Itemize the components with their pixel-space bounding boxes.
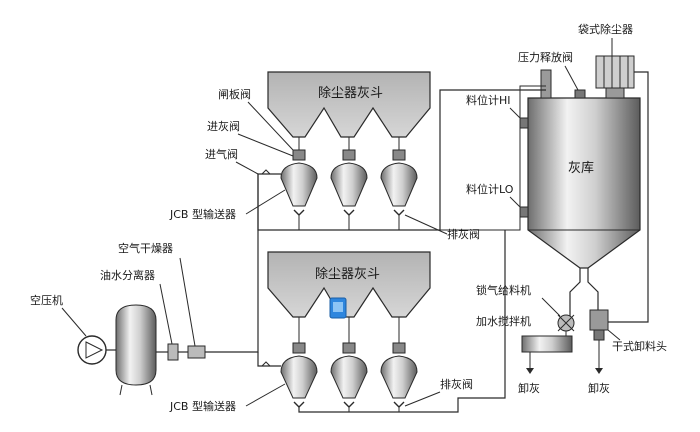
ash-silo: 灰库: [527, 69, 641, 269]
air-receiver-tank: [115, 304, 157, 396]
oil-water-separator: 油水分离器: [100, 268, 179, 361]
conveyor-vessel-6: [380, 342, 418, 408]
pressure-valve-label: 压力释放阀: [518, 50, 573, 64]
rotary-feeder: 锁气给料机: [476, 283, 575, 332]
pressure-relief-valve: 压力释放阀: [518, 50, 586, 99]
bag-filter-label: 袋式除尘器: [578, 22, 633, 36]
hopper-bottom-label: 除尘器灰斗: [315, 267, 380, 282]
conveyor-vessel-3: [380, 149, 418, 216]
hopper-top: 除尘器灰斗: [267, 71, 431, 138]
conveyor-vessel-5: [330, 342, 368, 408]
dry-unloader-label: 干式卸料头: [612, 339, 667, 353]
unload-left-label: 卸灰: [518, 381, 540, 395]
hopper-bottom: 除尘器灰斗: [267, 251, 431, 318]
bag-filter: 袋式除尘器: [578, 22, 635, 99]
conveyor-top-label: JCB 型输送器: [169, 207, 236, 221]
air-inlet-valve-label: 进气阀: [205, 147, 238, 161]
ash-inlet-valve-label: 进灰阀: [207, 119, 240, 133]
gate-valve-label: 闸板阀: [218, 87, 251, 101]
level-sensor-lo: 料位计LO: [466, 182, 529, 218]
rotary-feeder-label: 锁气给料机: [476, 283, 531, 297]
conveyor-vessel-1: [280, 149, 318, 216]
air-compressor: 空压机: [30, 293, 107, 365]
air-dryer: 空气干燥器: [118, 241, 206, 359]
discharge-valve-top-label: 排灰阀: [447, 227, 480, 241]
level-sensor-hi: 料位计HI: [466, 93, 529, 129]
unload-right-label: 卸灰: [588, 381, 610, 395]
discharge-valve-bottom-label: 排灰阀: [440, 377, 473, 391]
level-hi-label: 料位计HI: [466, 93, 511, 107]
conveyor-row-top: [280, 137, 418, 216]
conveyor-bottom-label: JCB 型输送器: [169, 399, 236, 413]
humidifier-mixer: 加水搅拌机 卸灰: [476, 314, 573, 395]
humidifier-mixer-label: 加水搅拌机: [476, 314, 531, 328]
silo-inlet-pipe: [540, 69, 552, 99]
hopper-top-label: 除尘器灰斗: [318, 86, 383, 101]
blue-app-icon: [329, 297, 347, 319]
conveyor-row-bottom: [280, 317, 418, 408]
silo-label: 灰库: [568, 160, 594, 176]
dry-unloader: 干式卸料头 卸灰: [588, 309, 667, 395]
conveyor-vessel-2: [330, 149, 368, 216]
compressor-label: 空压机: [30, 293, 63, 307]
separator-label: 油水分离器: [100, 268, 155, 282]
air-dryer-label: 空气干燥器: [118, 241, 173, 255]
level-lo-label: 料位计LO: [466, 182, 514, 196]
conveyor-vessel-4: [280, 342, 318, 408]
